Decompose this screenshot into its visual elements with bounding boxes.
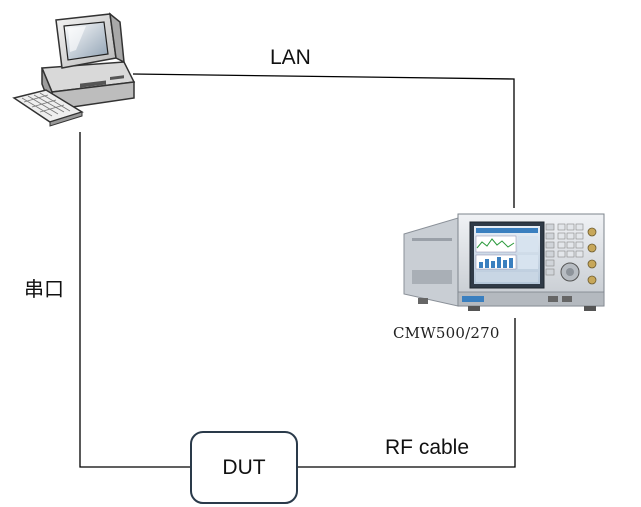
desktop-computer-icon — [12, 12, 136, 127]
rf-cable-line — [298, 318, 516, 468]
rf-cable-label: RF cable — [385, 436, 470, 459]
instrument-caption: CMW500/270 — [393, 324, 500, 342]
lan-line — [132, 73, 515, 208]
dut-node: DUT — [190, 431, 298, 504]
test-instrument-icon — [403, 213, 605, 311]
serial-line — [79, 132, 190, 468]
dut-label: DUT — [222, 455, 266, 479]
lan-label: LAN — [270, 46, 311, 69]
serial-port-label: 串口 — [24, 277, 64, 301]
